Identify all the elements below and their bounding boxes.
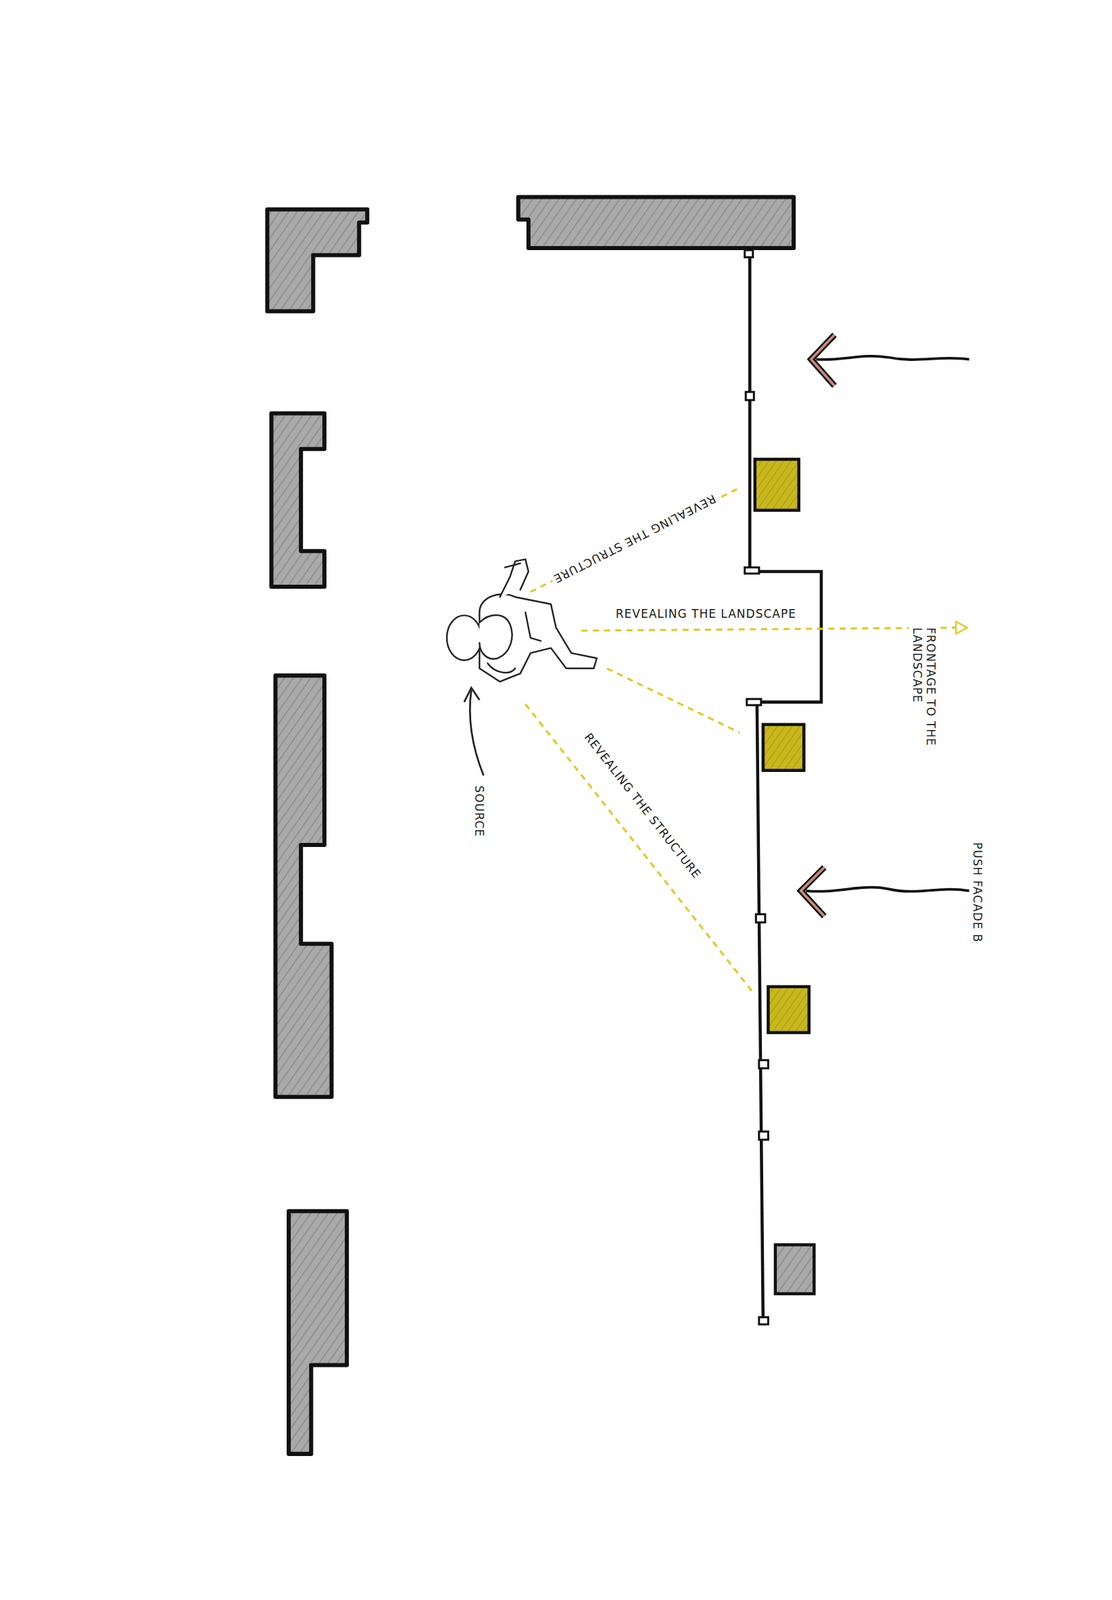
annotation-label: SOURCE bbox=[471, 783, 487, 839]
annotation-label: FRONTAGE TO THE LANDSCAPE bbox=[908, 625, 938, 783]
annotation-label: REVEALING THE STRUCTURE bbox=[548, 490, 721, 588]
annotation-label: REVEALING THE STRUCTURE bbox=[579, 728, 706, 884]
sight-lines bbox=[525, 488, 967, 996]
annotation-label: REVEALING THE LANDSCAPE bbox=[613, 606, 799, 622]
annotation-label: PUSH FACADE B bbox=[970, 840, 985, 946]
columns bbox=[755, 458, 815, 1294]
facade-wall bbox=[749, 255, 822, 1322]
mullions bbox=[744, 250, 769, 1325]
source-leader bbox=[464, 687, 485, 776]
push-arrows bbox=[801, 334, 970, 916]
neighbour-buildings bbox=[267, 197, 794, 1455]
